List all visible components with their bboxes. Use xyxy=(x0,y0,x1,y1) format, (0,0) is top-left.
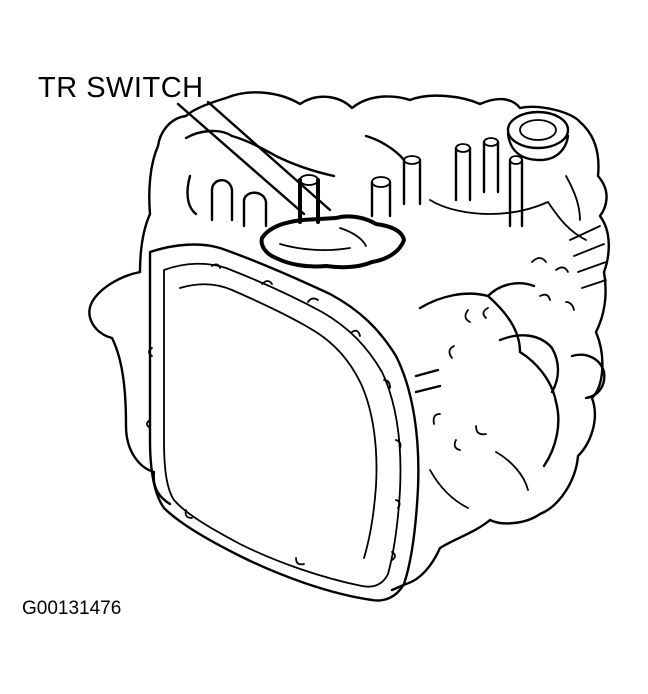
callout-leader xyxy=(176,100,332,216)
tr-switch-label: TR SWITCH xyxy=(38,72,204,104)
figure-id: G00131476 xyxy=(22,598,122,619)
cover-bolts xyxy=(146,263,402,566)
right-side-details xyxy=(414,225,607,509)
tr-switch xyxy=(259,174,406,270)
transaxle-case xyxy=(88,91,610,592)
side-cover xyxy=(146,243,420,602)
upper-housing xyxy=(184,110,587,241)
